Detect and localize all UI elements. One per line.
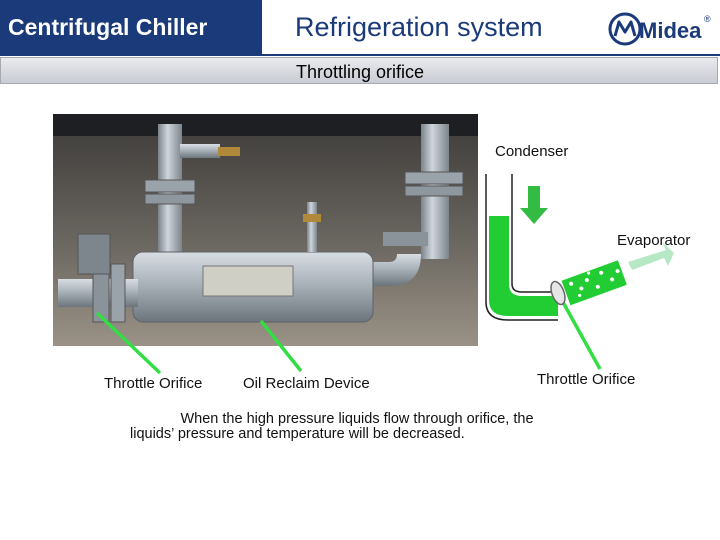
logo-text: Midea	[639, 18, 702, 43]
subtitle: Throttling orifice	[295, 62, 425, 82]
logo-registered-mark: ®	[704, 14, 711, 24]
header-rule	[262, 54, 720, 56]
description: When the high pressure liquids flow thro…	[100, 411, 580, 443]
label-throttle-orifice-photo: Throttle Orifice	[104, 375, 203, 392]
label-condenser: Condenser	[495, 143, 569, 160]
header-left-title: Centrifugal Chiller	[8, 14, 208, 40]
header-right-title: Refrigeration system	[295, 12, 543, 42]
description-line-1: When the high pressure liquids flow thro…	[180, 411, 534, 427]
label-evaporator: Evaporator	[617, 232, 691, 249]
label-oil-reclaim-device: Oil Reclaim Device	[243, 375, 370, 392]
header-banner: Centrifugal Chiller	[0, 0, 262, 56]
label-throttle-orifice-diagram: Throttle Orifice	[537, 371, 636, 388]
description-line-2: liquids’ pressure and temperature will b…	[130, 426, 465, 443]
orifice-schematic	[485, 174, 674, 321]
midea-logo: Midea ®	[608, 12, 711, 46]
chiller-pipe-photo	[53, 114, 478, 346]
subtitle-bar	[0, 57, 718, 84]
